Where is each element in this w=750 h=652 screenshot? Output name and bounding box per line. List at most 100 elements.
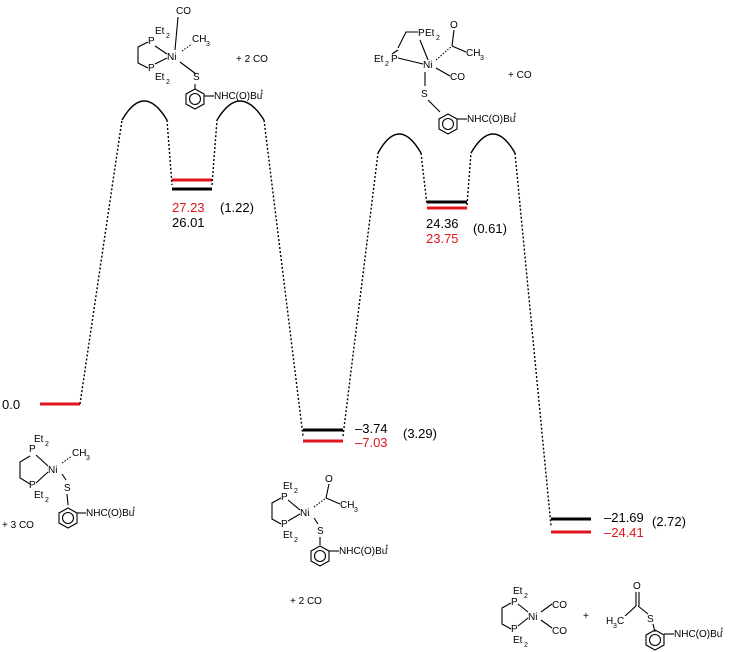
ligand-co: CO bbox=[552, 626, 567, 637]
ts3-arc bbox=[377, 133, 422, 154]
label-c: C bbox=[617, 616, 624, 627]
atom-o: O bbox=[450, 20, 458, 31]
atom-p: P bbox=[511, 624, 518, 635]
energy-levels bbox=[40, 178, 591, 534]
extra-int1: + 2 CO bbox=[236, 54, 268, 65]
extra-int2: + 2 CO bbox=[290, 596, 322, 607]
plus-sign: + bbox=[583, 611, 589, 622]
ligand-co: CO bbox=[450, 72, 465, 83]
energy-values: 0.0 27.23 26.01 (1.22) –3.74 –7.03 (3.29… bbox=[2, 200, 686, 540]
structure-product: Et 2 P P Et 2 Ni CO CO + H 3 C O S NHC(O… bbox=[501, 581, 723, 651]
ligand-co: CO bbox=[176, 6, 191, 17]
label-et2: Et bbox=[513, 586, 523, 597]
label-et2: Et bbox=[425, 28, 435, 39]
ts4-arc bbox=[470, 133, 516, 154]
ts1-arc bbox=[121, 100, 168, 121]
label-sub3: 3 bbox=[206, 41, 210, 48]
value-int1-red: 27.23 bbox=[172, 200, 205, 215]
label-h: H bbox=[606, 616, 613, 627]
label-et2: Et bbox=[155, 26, 165, 37]
label-amide: NHC(O)Bu bbox=[214, 91, 262, 102]
atom-p: P bbox=[148, 36, 155, 47]
label-sub2: 2 bbox=[294, 488, 298, 495]
label-et2: Et bbox=[283, 530, 293, 541]
ts2-arc bbox=[216, 100, 265, 121]
atom-s: S bbox=[64, 483, 71, 494]
atom-ni: Ni bbox=[167, 52, 176, 63]
atom-s: S bbox=[317, 526, 324, 537]
atom-o: O bbox=[325, 474, 333, 485]
atom-ni: Ni bbox=[48, 465, 57, 476]
diff-int2: (3.29) bbox=[403, 426, 437, 441]
label-et2: Et bbox=[513, 635, 523, 646]
label-tbu: t bbox=[721, 627, 723, 634]
atom-ni: Ni bbox=[300, 508, 309, 519]
structure-int3: P Et 2 Et 2 P Ni O CH 3 CO S NHC(O)Bu t … bbox=[374, 20, 532, 135]
atom-p: P bbox=[418, 28, 425, 39]
structure-start: P Et 2 P Et 2 Ni CH 3 S NHC(O)Bu t + 3 C… bbox=[2, 434, 135, 531]
label-ch3: CH bbox=[340, 500, 354, 511]
atom-p: P bbox=[391, 54, 398, 65]
label-sub2: 2 bbox=[166, 79, 170, 86]
atom-p: P bbox=[148, 63, 155, 74]
diff-int1: (1.22) bbox=[220, 200, 254, 215]
value-int1-black: 26.01 bbox=[172, 215, 205, 230]
atom-p: P bbox=[511, 597, 518, 608]
structure-int1: Et 2 P P Et 2 Ni CO CH 3 S NHC(O)Bu t + … bbox=[137, 6, 268, 110]
label-tbu: t bbox=[386, 544, 388, 551]
label-sub2: 2 bbox=[436, 35, 440, 42]
label-amide: NHC(O)Bu bbox=[467, 114, 515, 125]
label-et2: Et bbox=[155, 72, 165, 83]
label-sub3: 3 bbox=[354, 507, 358, 514]
ligand-co: CO bbox=[552, 600, 567, 611]
label-ch3: CH bbox=[72, 448, 86, 459]
structure-int2: Et 2 P P Et 2 Ni O CH 3 S NHC(O)Bu t + 2… bbox=[271, 474, 388, 607]
atom-s: S bbox=[193, 72, 200, 83]
extra-start: + 3 CO bbox=[2, 520, 34, 531]
label-tbu: t bbox=[261, 89, 263, 96]
label-tbu: t bbox=[514, 112, 516, 119]
atom-p: P bbox=[281, 492, 288, 503]
label-sub3: 3 bbox=[86, 455, 90, 462]
label-sub2: 2 bbox=[45, 441, 49, 448]
atom-ni: Ni bbox=[423, 60, 432, 71]
value-int2-red: –7.03 bbox=[355, 435, 388, 450]
transition-states bbox=[121, 100, 516, 154]
value-product-red: –24.41 bbox=[604, 525, 644, 540]
label-et2: Et bbox=[34, 434, 44, 445]
diff-product: (2.72) bbox=[652, 514, 686, 529]
label-sub3: 3 bbox=[613, 623, 617, 630]
value-product-black: –21.69 bbox=[604, 510, 644, 525]
label-sub2: 2 bbox=[524, 642, 528, 649]
atom-s: S bbox=[421, 89, 428, 100]
atom-s: S bbox=[647, 614, 654, 625]
value-int2-black: –3.74 bbox=[355, 421, 388, 436]
label-sub2: 2 bbox=[524, 593, 528, 600]
label-sub2: 2 bbox=[294, 537, 298, 544]
label-amide: NHC(O)Bu bbox=[86, 508, 134, 519]
connectors bbox=[79, 119, 552, 527]
label-sub2: 2 bbox=[166, 33, 170, 40]
atom-p: P bbox=[29, 480, 36, 491]
value-int3-red: 23.75 bbox=[426, 231, 459, 246]
label-sub3: 3 bbox=[480, 55, 484, 62]
label-et2: Et bbox=[283, 481, 293, 492]
atom-o: O bbox=[633, 581, 641, 592]
diff-int3: (0.61) bbox=[473, 221, 507, 236]
label-ch3: CH bbox=[192, 34, 206, 45]
label-amide: NHC(O)Bu bbox=[674, 629, 722, 640]
label-amide: NHC(O)Bu bbox=[339, 546, 387, 557]
label-ch3: CH bbox=[466, 48, 480, 59]
atom-ni: Ni bbox=[528, 612, 537, 623]
label-sub2: 2 bbox=[385, 61, 389, 68]
label-et2: Et bbox=[34, 490, 44, 501]
label-et2: Et bbox=[374, 54, 384, 65]
value-start: 0.0 bbox=[2, 397, 20, 412]
atom-p: P bbox=[281, 519, 288, 530]
value-int3-black: 24.36 bbox=[426, 216, 459, 231]
label-tbu: t bbox=[133, 506, 135, 513]
atom-p: P bbox=[29, 444, 36, 455]
extra-int3: + CO bbox=[508, 70, 532, 81]
label-sub2: 2 bbox=[45, 497, 49, 504]
